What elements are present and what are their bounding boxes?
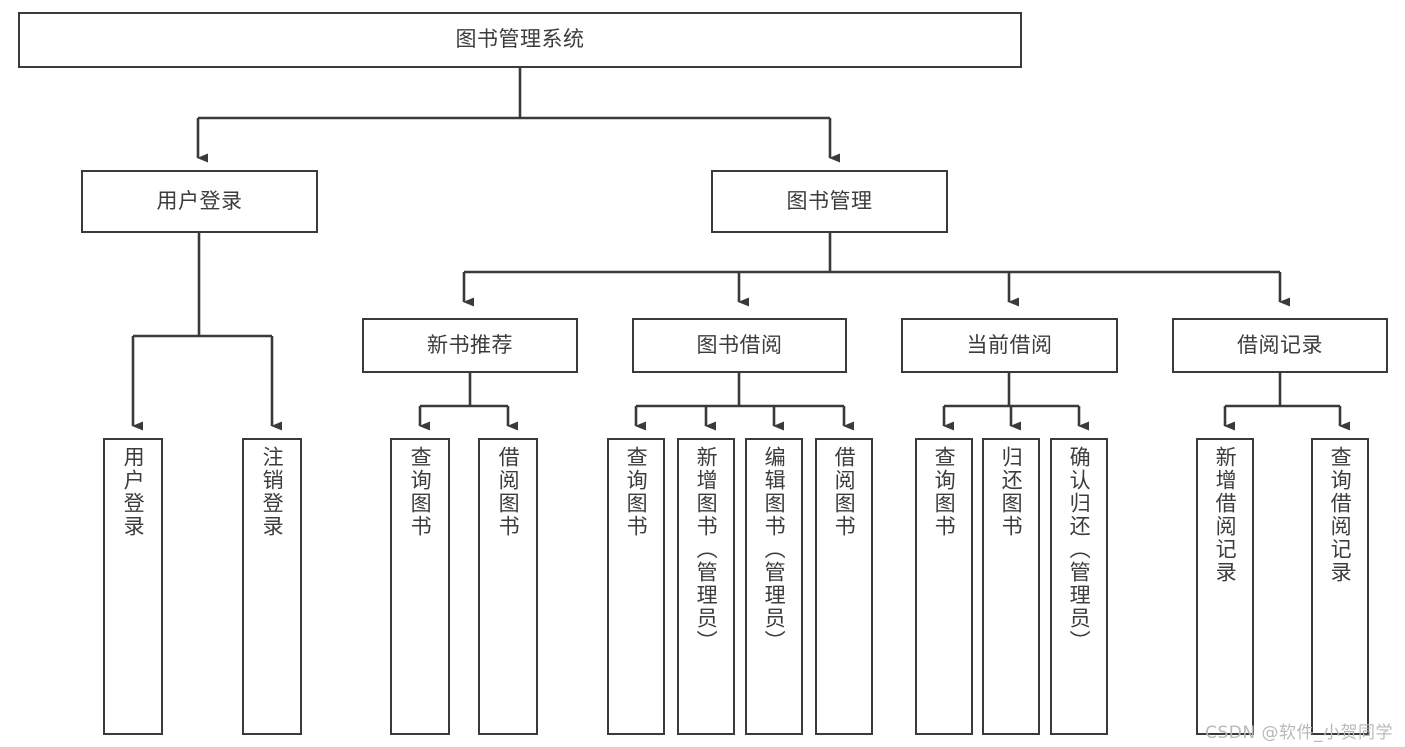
node-label: 新增借阅记录 <box>1213 446 1238 584</box>
node-label: 图书管理系统 <box>455 27 585 52</box>
leaf-current-borrow-return-book[interactable]: 归还图书 <box>982 438 1040 735</box>
leaf-user-login-logout[interactable]: 注销登录 <box>242 438 302 735</box>
node-label: 借阅记录 <box>1237 332 1323 357</box>
node-label: 查询借阅记录 <box>1328 446 1353 584</box>
node-label: 借阅图书 <box>832 446 857 538</box>
node-label: 新增图书（管理员） <box>694 446 719 653</box>
node-root-book-management-system[interactable]: 图书管理系统 <box>18 12 1022 68</box>
leaf-book-borrow-edit-book-admin[interactable]: 编辑图书（管理员） <box>745 438 803 735</box>
node-label: 图书管理 <box>786 188 873 213</box>
leaf-current-borrow-confirm-return-admin[interactable]: 确认归还（管理员） <box>1050 438 1108 735</box>
leaf-borrow-record-query-record[interactable]: 查询借阅记录 <box>1311 438 1369 735</box>
leaf-book-borrow-borrow-book[interactable]: 借阅图书 <box>815 438 873 735</box>
node-label: 用户登录 <box>121 446 146 538</box>
node-label: 新书推荐 <box>427 332 513 357</box>
leaf-new-book-query-book[interactable]: 查询图书 <box>390 438 450 735</box>
node-label: 查询图书 <box>624 446 649 538</box>
node-label: 归还图书 <box>999 446 1024 538</box>
leaf-user-login-login[interactable]: 用户登录 <box>103 438 163 735</box>
leaf-new-book-borrow-book[interactable]: 借阅图书 <box>478 438 538 735</box>
leaf-book-borrow-add-book-admin[interactable]: 新增图书（管理员） <box>677 438 735 735</box>
node-label: 编辑图书（管理员） <box>762 446 787 653</box>
node-label: 确认归还（管理员） <box>1067 446 1092 653</box>
node-label: 借阅图书 <box>496 446 521 538</box>
node-label: 当前借阅 <box>966 332 1053 357</box>
node-current-borrow[interactable]: 当前借阅 <box>901 318 1118 373</box>
node-user-login[interactable]: 用户登录 <box>81 170 318 233</box>
node-label: 用户登录 <box>156 188 243 213</box>
node-label: 注销登录 <box>260 446 285 538</box>
node-label: 图书借阅 <box>696 332 783 357</box>
node-label: 查询图书 <box>932 446 957 538</box>
node-book-management[interactable]: 图书管理 <box>711 170 948 233</box>
node-book-borrow[interactable]: 图书借阅 <box>632 318 847 373</box>
node-borrow-record[interactable]: 借阅记录 <box>1172 318 1388 373</box>
node-label: 查询图书 <box>408 446 433 538</box>
leaf-book-borrow-query-book[interactable]: 查询图书 <box>607 438 665 735</box>
node-new-book-recommend[interactable]: 新书推荐 <box>362 318 578 373</box>
leaf-current-borrow-query-book[interactable]: 查询图书 <box>915 438 973 735</box>
leaf-borrow-record-add-record[interactable]: 新增借阅记录 <box>1196 438 1254 735</box>
